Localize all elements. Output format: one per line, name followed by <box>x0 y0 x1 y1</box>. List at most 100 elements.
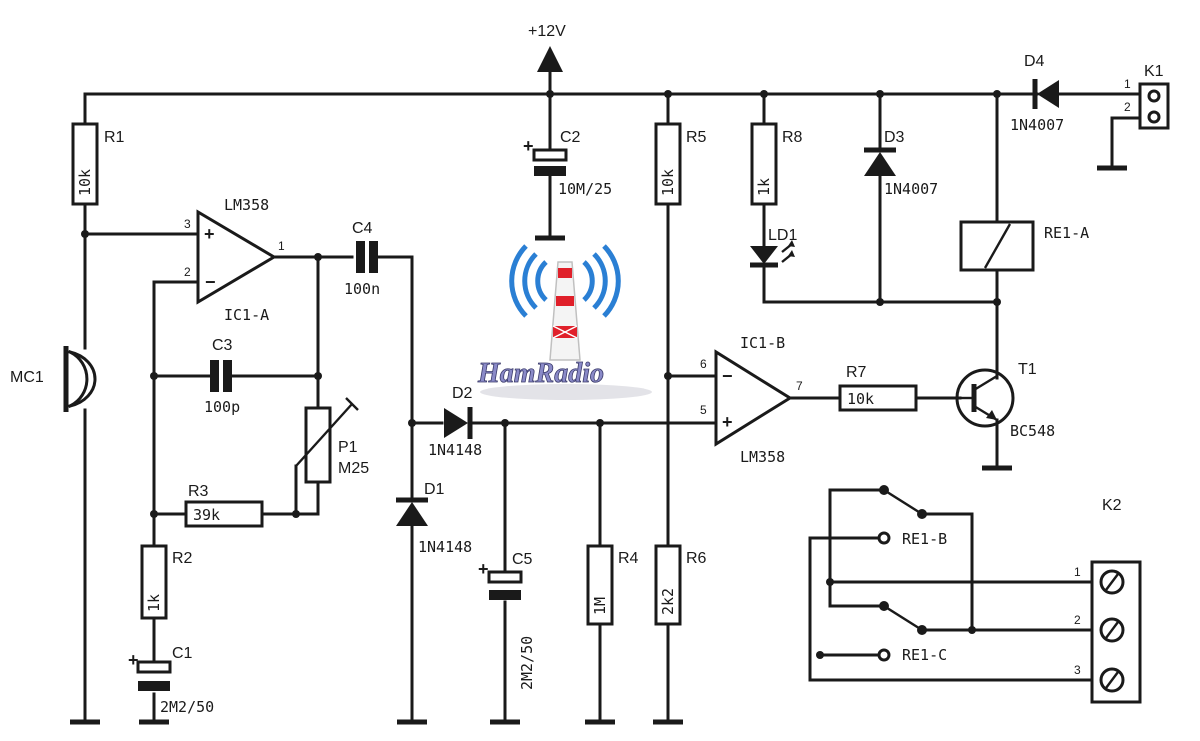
k1-ref: K1 <box>1144 63 1164 80</box>
ic1a-ref: IC1-A <box>224 306 269 324</box>
c1-ref: C1 <box>172 645 193 662</box>
relay-coil-re1a: RE1-A <box>959 220 1089 272</box>
d3-ref: D3 <box>884 129 905 146</box>
opamp-ic1b: − + 6 5 7 IC1-B LM358 <box>700 334 803 466</box>
c2-ref: C2 <box>560 129 581 146</box>
capacitor-c3: C3 100p <box>204 337 240 416</box>
r5-value: 10k <box>659 169 677 196</box>
ic1b-pin5: 5 <box>700 403 707 417</box>
antenna-tower-icon <box>549 261 581 361</box>
t1-ref: T1 <box>1018 361 1037 378</box>
capacitor-c1: + C1 2M2/50 <box>128 645 214 716</box>
resistor-r8: 1k R8 <box>750 122 803 206</box>
t1-value: BC548 <box>1010 422 1055 440</box>
resistor-r4: 1M R4 <box>586 544 639 626</box>
r4-value: 1M <box>591 597 609 615</box>
c5-value: 2M2/50 <box>518 636 536 690</box>
r7-ref: R7 <box>846 364 867 381</box>
d4-ref: D4 <box>1024 53 1045 70</box>
c3-value: 100p <box>204 398 240 416</box>
c2-plus-sign: + <box>523 136 534 156</box>
re1c-ref: RE1-C <box>902 646 947 664</box>
microphone-mc1: MC1 <box>10 346 97 412</box>
ic1a-plus-symbol: + <box>204 224 215 244</box>
p1-value: M25 <box>338 460 369 477</box>
k2-pin3: 3 <box>1074 663 1081 677</box>
d2-value: 1N4148 <box>428 441 482 459</box>
c2-value: 10M/25 <box>558 180 612 198</box>
ic1a-minus-symbol: − <box>205 272 216 292</box>
d1-ref: D1 <box>424 481 445 498</box>
c4-ref: C4 <box>352 220 373 237</box>
c1-value: 2M2/50 <box>160 698 214 716</box>
re1a-ref: RE1-A <box>1044 224 1089 242</box>
capacitor-c4: C4 100n <box>344 220 380 298</box>
k2-pin2: 2 <box>1074 613 1081 627</box>
r7-value: 10k <box>847 390 874 408</box>
r6-ref: R6 <box>686 550 707 567</box>
k2-ref: K2 <box>1102 497 1122 514</box>
capacitor-c5: + C5 2M2/50 <box>478 551 536 690</box>
ic1b-pin7: 7 <box>796 379 803 393</box>
ic1a-pin3: 3 <box>184 217 191 231</box>
c4-value: 100n <box>344 280 380 298</box>
supply-label: +12V <box>528 23 566 40</box>
k2-pin1: 1 <box>1074 565 1081 579</box>
potentiometer-p1: P1 M25 <box>295 397 369 484</box>
p1-ref: P1 <box>338 439 358 456</box>
opamp-ic1a: + − 3 2 1 LM358 IC1-A <box>184 196 285 324</box>
c5-ref: C5 <box>512 551 533 568</box>
re1b-ref: RE1-B <box>902 530 947 548</box>
relay-contact-re1b: RE1-B <box>877 485 947 548</box>
r6-value: 2k2 <box>659 588 677 615</box>
resistor-r1: 10k R1 <box>71 122 125 206</box>
diode-d3: D3 1N4007 <box>864 129 938 198</box>
r4-ref: R4 <box>618 550 639 567</box>
resistor-r3: 39k R3 <box>184 483 264 528</box>
ic1b-part: LM358 <box>740 448 785 466</box>
ic1b-ref: IC1-B <box>740 334 785 352</box>
c1-plus-sign: + <box>128 650 139 670</box>
ld1-ref: LD1 <box>768 227 797 244</box>
wires <box>83 92 1150 722</box>
c5-plus-sign: + <box>478 559 489 579</box>
r5-ref: R5 <box>686 129 707 146</box>
ic1a-part: LM358 <box>224 196 269 214</box>
r1-value: 10k <box>76 169 94 196</box>
junction-dots <box>81 90 1001 659</box>
connector-k1: K1 1 2 <box>1124 63 1170 130</box>
r3-ref: R3 <box>188 483 209 500</box>
ic1a-pin2: 2 <box>184 265 191 279</box>
ic1b-pin6: 6 <box>700 357 707 371</box>
diode-d2: D2 1N4148 <box>428 385 482 459</box>
d4-value: 1N4007 <box>1010 116 1064 134</box>
relay-contact-re1c: RE1-C <box>877 601 947 664</box>
resistor-r6: 2k2 R6 <box>654 544 707 626</box>
r8-value: 1k <box>755 178 773 196</box>
hamradio-watermark: HamRadio <box>477 244 652 400</box>
connector-k2: K2 1 2 3 <box>1074 497 1142 704</box>
resistor-r7: 10k R7 <box>838 364 918 412</box>
r1-ref: R1 <box>104 129 125 146</box>
k1-pin1: 1 <box>1124 77 1131 91</box>
r2-ref: R2 <box>172 550 193 567</box>
d1-value: 1N4148 <box>418 538 472 556</box>
r3-value: 39k <box>193 506 220 524</box>
resistor-r5: 10k R5 <box>654 122 707 206</box>
transistor-t1: T1 BC548 <box>955 361 1055 440</box>
d2-ref: D2 <box>452 385 473 402</box>
k1-pin2: 2 <box>1124 100 1131 114</box>
d3-value: 1N4007 <box>884 180 938 198</box>
watermark-text: HamRadio <box>477 358 604 389</box>
c3-ref: C3 <box>212 337 233 354</box>
ground-symbols <box>70 165 1127 725</box>
resistor-r2: 1k R2 <box>140 544 193 620</box>
r2-value: 1k <box>145 594 163 612</box>
ic1b-plus-symbol: + <box>722 412 733 432</box>
diode-d1: D1 1N4148 <box>396 481 472 556</box>
ic1b-minus-symbol: − <box>722 366 733 386</box>
supply-12v: +12V <box>528 23 566 96</box>
radio-wave-icon <box>509 244 621 318</box>
ic1a-pin1: 1 <box>278 239 285 253</box>
